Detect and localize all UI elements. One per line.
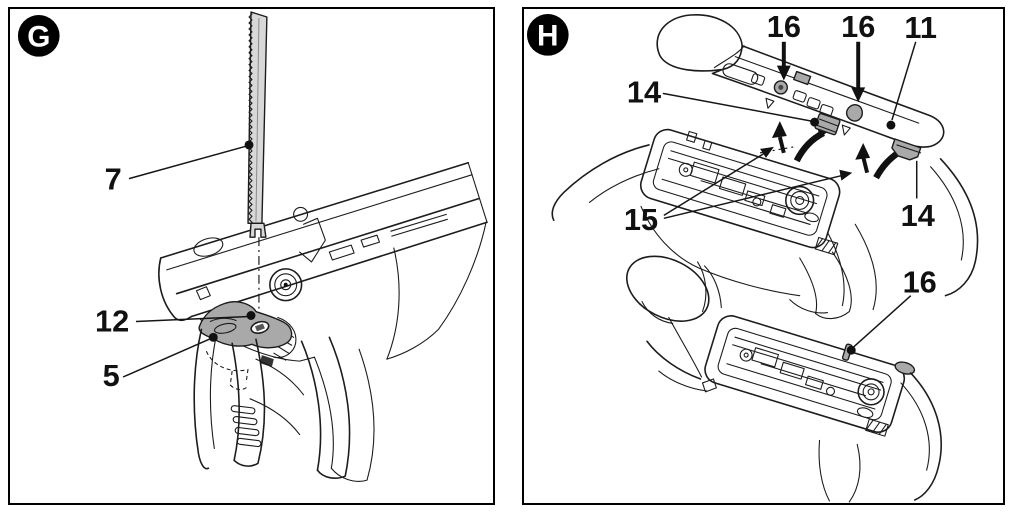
label-plate (865, 418, 889, 437)
tool-body-top (551, 128, 979, 314)
panel-badge-G: G (17, 14, 60, 57)
callout-14-left: 14 (627, 74, 820, 127)
callout-11: 11 (886, 10, 937, 130)
callout-16-dot (846, 345, 856, 355)
callout-14-leader (662, 92, 812, 122)
panel-H-drawing: H (526, 9, 979, 503)
saw-blade (247, 11, 268, 238)
callout-12: 12 (95, 303, 256, 338)
badge-letter: G (27, 21, 50, 54)
blower-roller (785, 185, 815, 216)
clamp-nut (259, 355, 274, 368)
callout-5-dot (208, 332, 218, 342)
badge-circle (526, 14, 569, 56)
callout-12-label: 12 (95, 303, 129, 338)
callout-7-leader (128, 145, 248, 180)
callout-5: 5 (103, 332, 218, 393)
blower-roller (857, 378, 885, 406)
callout-7-dot (244, 140, 254, 150)
knob-button (894, 361, 916, 375)
callout-14-label: 14 (627, 74, 661, 109)
callout-12-dot (246, 311, 256, 320)
clip-right (891, 138, 922, 161)
cover-tab (793, 70, 812, 86)
panel-H: H (522, 7, 1005, 505)
deck-hole (193, 237, 224, 257)
depth-pointer (299, 217, 326, 263)
tray-mechanism (726, 336, 884, 410)
deck-screw (293, 206, 309, 222)
blade-teeth (248, 13, 253, 223)
callout-11-leader (891, 41, 917, 121)
callout-16-screw: 16 (767, 9, 801, 81)
tool-handle (193, 328, 375, 482)
callout-5-leader (122, 337, 212, 378)
callout-16-label: 16 (767, 9, 801, 44)
callout-16-label: 16 (903, 265, 937, 300)
callout-7: 7 (105, 140, 254, 197)
callout-15-leader-b (663, 174, 842, 220)
callout-16-pin: 16 (846, 265, 937, 355)
blade-shank (249, 222, 267, 238)
tool-body-bottom (625, 251, 942, 503)
callout-14-right: 14 (901, 160, 935, 233)
callout-11-label: 11 (904, 10, 937, 45)
callout-14-label: 14 (901, 198, 935, 233)
panel-badge-H: H (526, 14, 569, 56)
callout-16-catch: 16 (841, 9, 875, 103)
clamp-lever (198, 301, 293, 349)
callout-16-label: 16 (841, 9, 875, 44)
panel-G: G (8, 7, 495, 505)
badge-circle (17, 14, 60, 57)
hidden-spring (205, 350, 249, 391)
cover-slot (722, 63, 759, 85)
up-arrow-right (861, 156, 870, 174)
callout-14-dot (810, 117, 820, 127)
badge-letter: H (537, 20, 559, 53)
callout-15-leader-a (663, 152, 766, 216)
up-arrow-left (777, 136, 786, 154)
clip-left (814, 112, 841, 136)
callout-15: 15 (624, 146, 853, 237)
callout-16-leader (851, 295, 912, 349)
callout-5-label: 5 (103, 358, 120, 393)
callout-12-leader (135, 315, 250, 323)
panel-G-drawing: G (17, 11, 488, 482)
cover-catch (845, 104, 863, 122)
callout-15-label: 15 (624, 202, 658, 237)
callout-7-label: 7 (105, 162, 122, 197)
guide-roller (269, 268, 303, 302)
knob (625, 255, 710, 322)
callout-11-dot (886, 120, 896, 130)
lever-hole-pin (254, 323, 265, 332)
cover-plate (656, 14, 945, 161)
